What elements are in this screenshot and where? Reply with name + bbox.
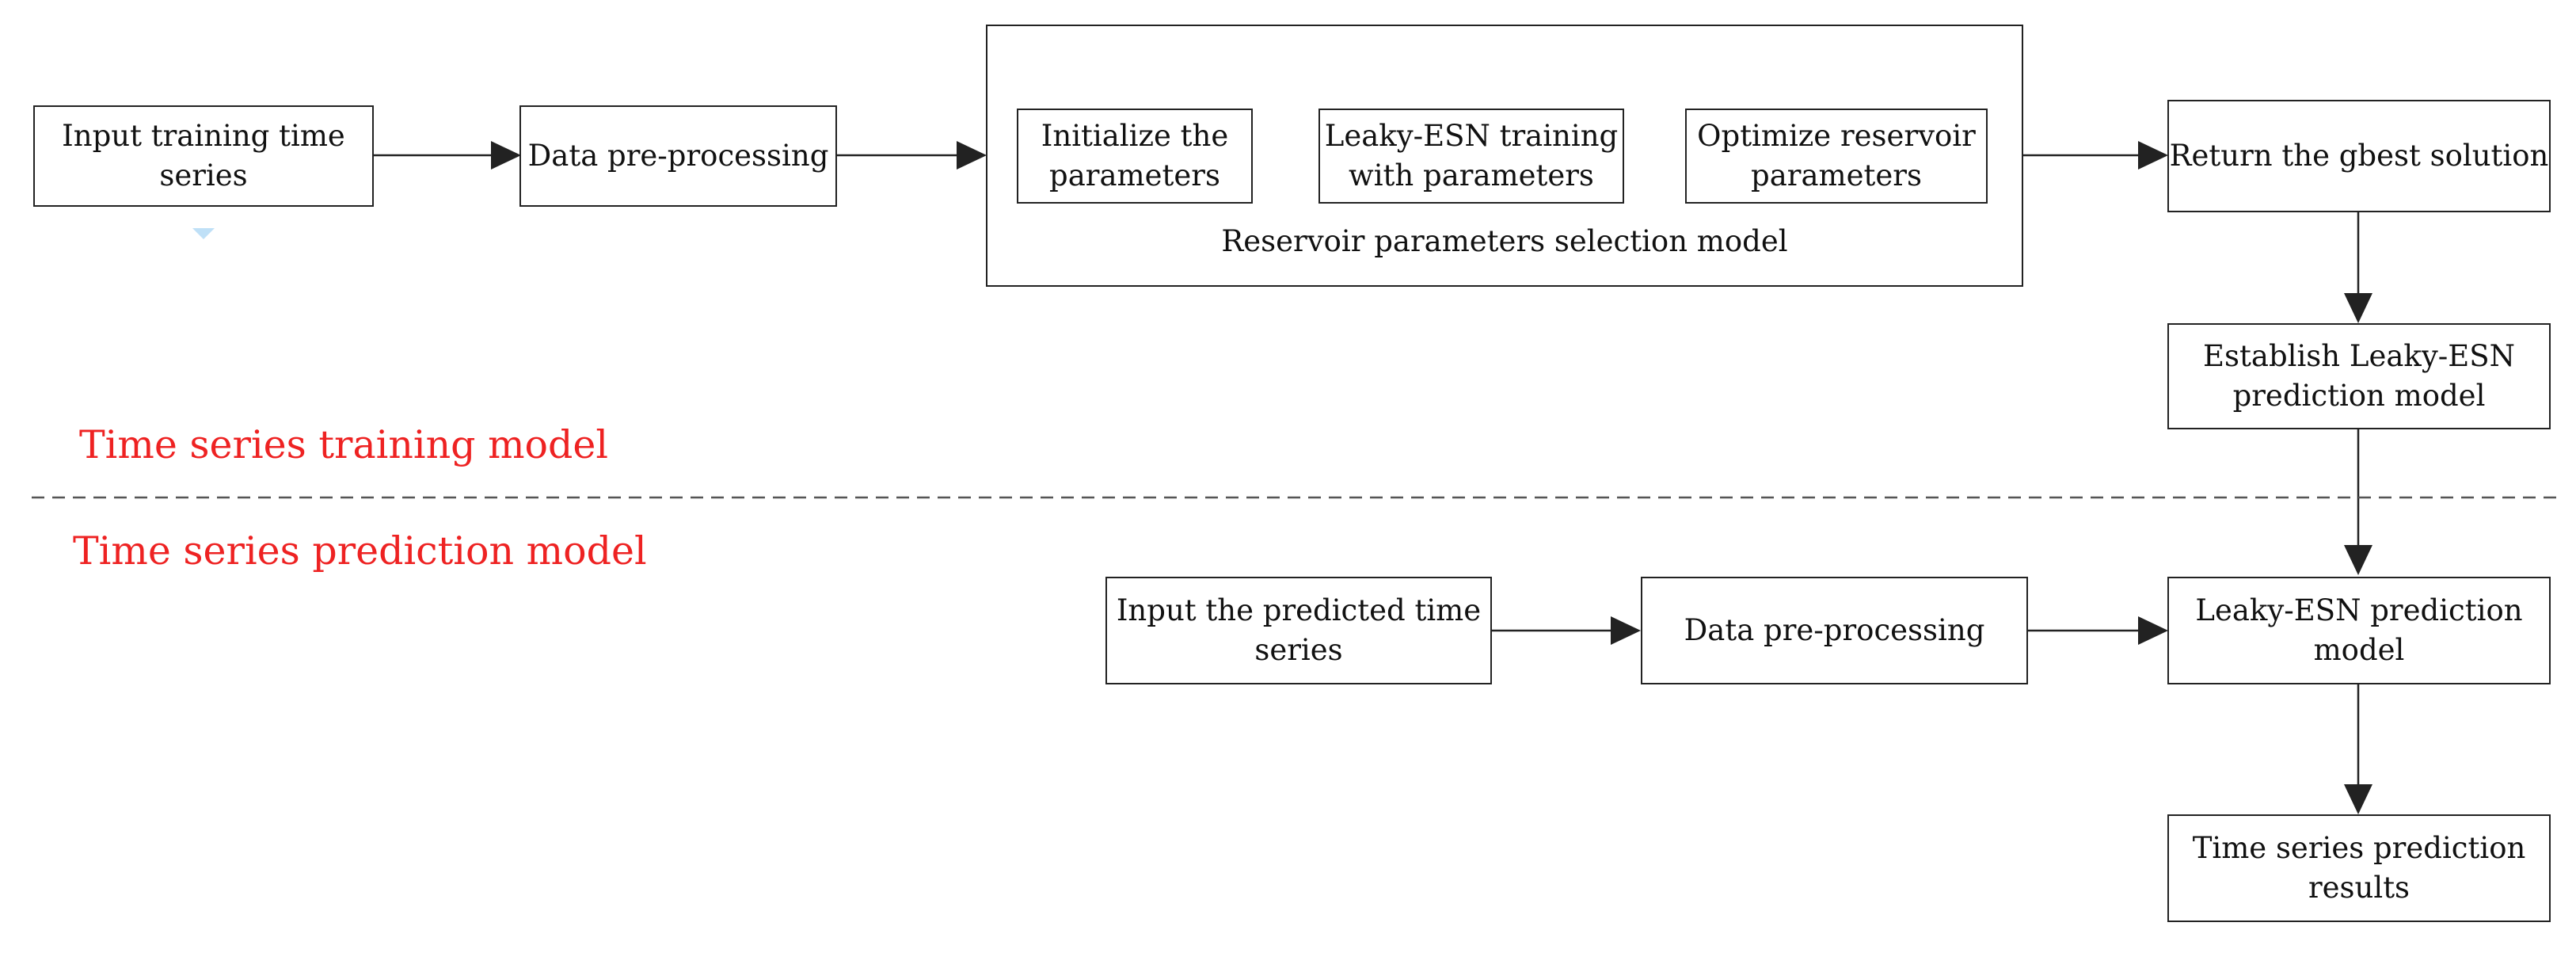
leaky-esn-prediction-model-box: Leaky-ESN prediction model xyxy=(2167,577,2551,684)
leaky-esn-training-box: Leaky-ESN training with parameters xyxy=(1318,109,1624,204)
input-training-series-box: Input training time series xyxy=(33,105,374,207)
arrowhead-establish-to-prediction xyxy=(2344,545,2372,575)
establish-leaky-esn-box: Establish Leaky-ESN prediction model xyxy=(2167,323,2551,429)
connectors xyxy=(374,141,2372,814)
initialize-parameters-box: Initialize the parameters xyxy=(1017,109,1253,204)
return-gbest-box: Return the gbest solution xyxy=(2167,100,2551,212)
training-section-label: Time series training model xyxy=(79,422,609,467)
reservoir-selection-label: Reservoir parameters selection model xyxy=(1221,224,1788,258)
arrowhead-gbest-to-establish xyxy=(2344,293,2372,323)
arrowhead-input-to-preprocess xyxy=(491,141,521,170)
arrowhead-preprocess-to-reservoir xyxy=(957,141,987,170)
arrowhead-predicted-to-preprocess xyxy=(1611,616,1641,645)
prediction-results-box: Time series prediction results xyxy=(2167,814,2551,922)
arrowhead-preprocess-to-prediction xyxy=(2138,616,2168,645)
marker-icon xyxy=(192,228,215,239)
arrowhead-prediction-to-results xyxy=(2344,784,2372,814)
optimize-reservoir-box: Optimize reservoir parameters xyxy=(1685,109,1988,204)
data-preprocessing-train-box: Data pre-processing xyxy=(519,105,837,207)
prediction-section-label: Time series prediction model xyxy=(73,528,647,574)
input-predicted-series-box: Input the predicted time series xyxy=(1105,577,1492,684)
data-preprocessing-predict-box: Data pre-processing xyxy=(1641,577,2028,684)
arrowhead-reservoir-to-gbest xyxy=(2138,141,2168,170)
